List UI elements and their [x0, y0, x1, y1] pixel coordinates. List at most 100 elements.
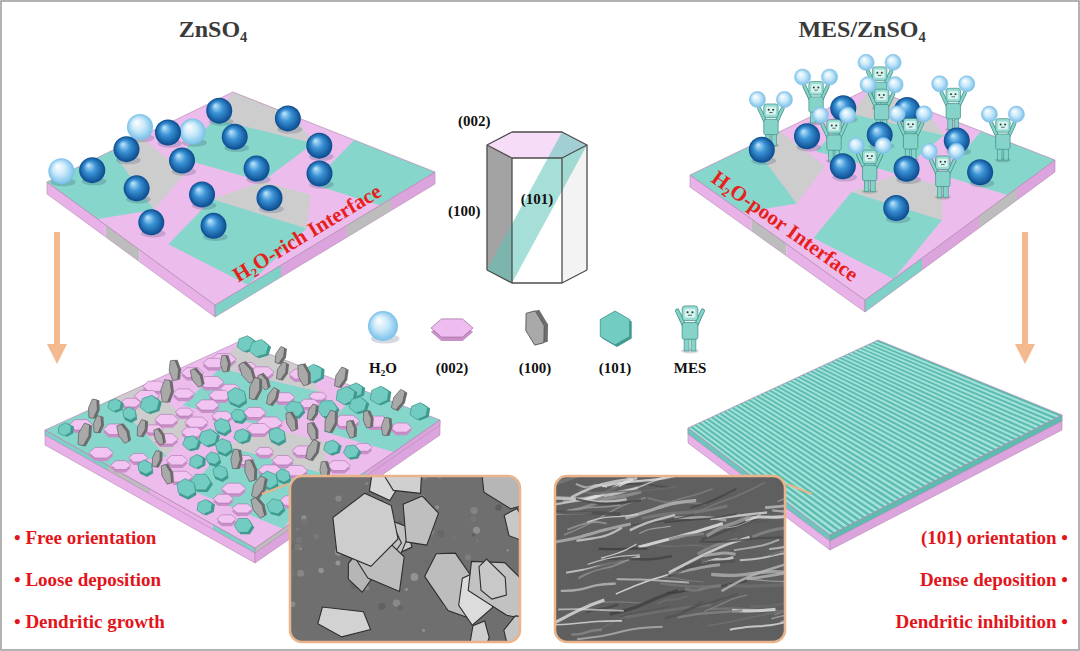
illustration-g: [229, 408, 248, 424]
illustration-g: [56, 420, 77, 439]
illustration-g: [92, 415, 105, 433]
illustration-polygon: [862, 347, 1045, 426]
illustration-circle: [776, 91, 792, 107]
illustration-polygon: [166, 456, 188, 465]
illustration-g: [367, 383, 394, 408]
illustration-circle: [304, 506, 308, 510]
illustration-circle: [127, 114, 153, 140]
illustration-g: [195, 497, 218, 518]
illustration-rect: [863, 150, 877, 164]
illustration-path: [576, 499, 641, 504]
illustration-circle: [301, 519, 308, 526]
illustration-circle: [916, 106, 932, 122]
legend-item: (101): [585, 304, 645, 382]
facet-label: (002): [458, 112, 491, 130]
illustration-path: [745, 517, 785, 520]
illustration-polygon: [181, 435, 200, 451]
illustration-g: [204, 451, 224, 468]
illustration-g: [391, 423, 412, 435]
illustration-polygon: [853, 351, 1034, 431]
illustration-circle: [878, 94, 880, 96]
legend-label: (100): [505, 359, 565, 377]
illustration-path: [1001, 127, 1005, 128]
illustration-rect: [948, 118, 953, 130]
illustration-polygon: [874, 341, 1060, 418]
illustration-polygon: [385, 476, 422, 493]
illustration-circle: [138, 209, 164, 235]
illustration-polygon: [857, 349, 1039, 428]
illustration-g: [220, 355, 232, 372]
illustration-g: [690, 54, 1055, 312]
illustration-path: [601, 544, 636, 558]
illustration-polygon: [504, 509, 520, 542]
illustration-path: [695, 482, 765, 513]
illustration-rect: [877, 92, 887, 100]
illustration-circle: [368, 311, 398, 341]
illustration-rect: [936, 171, 950, 186]
illustration-g: [380, 417, 393, 436]
illustration-rect: [938, 159, 948, 167]
illustration-circle: [473, 527, 480, 534]
illustration-polygon: [255, 447, 273, 455]
illustration-polygon: [138, 394, 162, 415]
illustration-polygon: [135, 458, 155, 476]
illustration-polygon: [92, 415, 103, 433]
illustration-g: [210, 464, 232, 484]
legend-label: MES: [660, 359, 720, 377]
feature-bullet: • Dendritic growth: [14, 601, 165, 643]
illustration-rect: [864, 180, 869, 192]
illustration-circle: [335, 560, 340, 565]
illustration-g: [284, 411, 301, 432]
illustration-polygon: [230, 449, 241, 469]
illustration-g: [362, 410, 376, 428]
illustration-circle: [307, 160, 333, 186]
illustration-path: [555, 600, 604, 631]
illustration-polygon: [246, 424, 270, 434]
illustration-circle: [1004, 124, 1006, 126]
illustration-circle: [944, 161, 946, 163]
illustration-g: [327, 461, 350, 474]
illustration-path: [262, 484, 288, 494]
illustration-polygon: [175, 408, 193, 416]
illustration-path: [555, 524, 631, 543]
illustration-path: [690, 489, 736, 508]
illustration-g: [138, 393, 165, 417]
illustration-polygon: [168, 360, 180, 381]
illustration-g: [265, 387, 282, 407]
illustration-rect: [827, 135, 841, 150]
illustration-g: [173, 476, 201, 502]
illustration-rect: [998, 121, 1008, 129]
illustration-circle: [422, 629, 425, 632]
illustration-polygon: [265, 387, 280, 406]
illustration-g: [362, 410, 376, 428]
illustration-polygon: [232, 428, 251, 444]
illustration-g: [332, 366, 351, 389]
process-arrow: [1022, 232, 1028, 350]
illustration-path: [684, 594, 738, 612]
legend-item: (100): [505, 304, 565, 382]
illustration-circle: [498, 537, 503, 542]
illustration-polygon: [213, 494, 233, 503]
illustration-g: [921, 143, 964, 199]
illustration-polygon: [403, 496, 438, 545]
illustration-g: [89, 447, 113, 461]
illustration-circle: [1000, 124, 1002, 126]
illustration-rect: [871, 180, 876, 192]
illustration-g: [224, 386, 251, 411]
legend-item: H₂O: [353, 304, 413, 382]
illustration-rect: [827, 120, 841, 134]
panel-title: MES/ZnSO₄: [798, 14, 925, 44]
illustration-rect: [811, 84, 821, 92]
illustration-path: [748, 579, 785, 582]
illustration-polygon: [284, 411, 298, 431]
illustration-polygon: [159, 464, 174, 485]
illustration-circle: [876, 72, 878, 74]
illustration-g: [120, 405, 141, 424]
illustration-polygon: [480, 476, 520, 509]
illustration-circle: [378, 603, 385, 610]
illustration-path: [732, 521, 769, 532]
illustration-g: [322, 438, 344, 457]
illustration-circle: [472, 533, 476, 537]
illustration-g: [265, 498, 288, 517]
illustration-polygon: [852, 88, 944, 135]
